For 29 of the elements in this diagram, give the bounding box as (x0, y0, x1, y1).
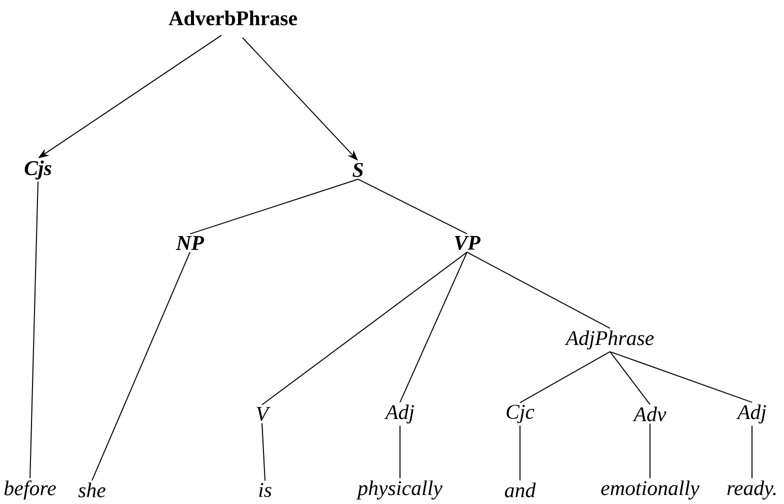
word-label: emotionally (601, 480, 700, 500)
category-label: V (256, 406, 270, 421)
category-label: Adv (632, 406, 666, 422)
tree-branch (92, 252, 190, 481)
category-label: Cjc (506, 404, 534, 424)
tree-branch (610, 351, 752, 403)
tree-branch (610, 351, 650, 405)
tree-branch (30, 181, 38, 479)
tree-branch (262, 252, 468, 406)
word-label: physically (356, 480, 442, 500)
category-label: Cjs (24, 160, 52, 180)
tree-branch (358, 178, 468, 234)
category-label: VP (454, 236, 480, 250)
tree-branch (190, 178, 358, 234)
category-label: AdjPhrase (564, 330, 654, 350)
word-label: and (504, 482, 536, 498)
word-label: before (4, 480, 56, 500)
tree-branch (262, 422, 266, 482)
tree-branch (400, 252, 468, 403)
tree-branch (466, 252, 610, 329)
category-label: Adj (384, 404, 414, 424)
tree-branch (520, 351, 610, 404)
word-label: ready. (727, 480, 776, 500)
word-label: is (259, 482, 272, 498)
category-label: NP (176, 236, 204, 250)
category-label: Adj (736, 404, 766, 424)
category-label: S (352, 162, 363, 178)
word-label: she (78, 482, 106, 498)
phrase-label: AdverbPhrase (168, 10, 297, 26)
